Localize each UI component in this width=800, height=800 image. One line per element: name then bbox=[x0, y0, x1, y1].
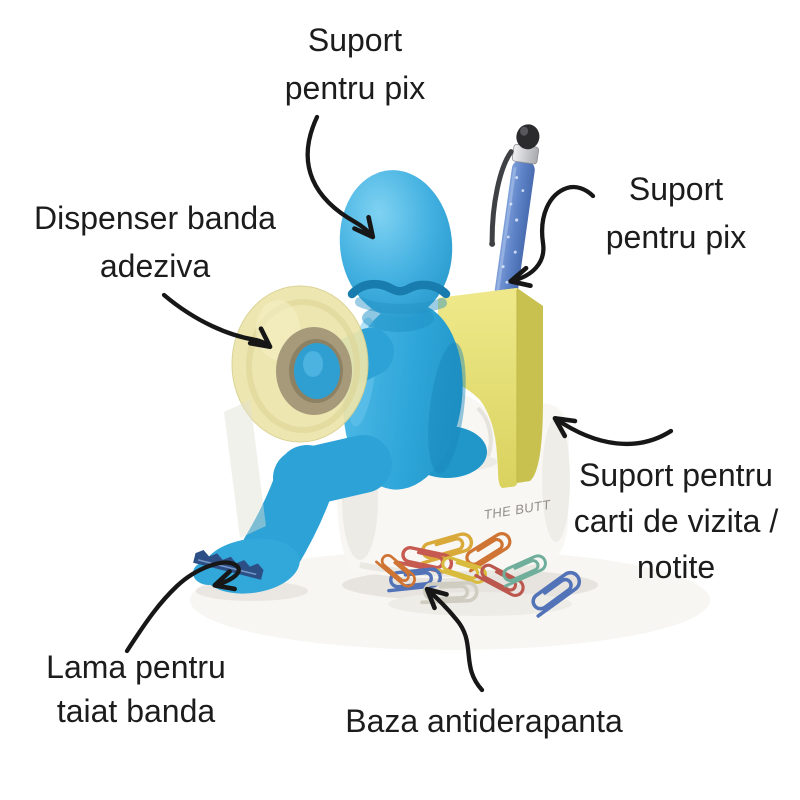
sticky-note-pad bbox=[438, 288, 543, 488]
label-line: Baza antiderapanta bbox=[345, 703, 623, 739]
label-line: pentru pix bbox=[605, 219, 747, 255]
blue-figure bbox=[193, 170, 487, 594]
arrow-pen-holder-top bbox=[305, 114, 376, 240]
label-pen-holder-right: Suport pentru pix bbox=[566, 165, 786, 261]
arrow-tape-dispenser bbox=[161, 292, 273, 350]
label-line: notite bbox=[636, 549, 716, 585]
annotation-arrows bbox=[124, 114, 674, 693]
label-line: Suport bbox=[307, 22, 403, 58]
label-line: Suport bbox=[628, 171, 724, 207]
tape-cutter-blade bbox=[193, 549, 264, 580]
stylus-pen bbox=[489, 124, 540, 302]
label-line: Lama pentru bbox=[46, 649, 226, 685]
label-anti-slip-base: Baza antiderapanta bbox=[314, 697, 654, 745]
arrow-tape-blade bbox=[124, 560, 241, 654]
label-tape-dispenser: Dispenser banda adeziva bbox=[10, 194, 300, 290]
label-line: Suport pentru bbox=[579, 457, 773, 493]
label-pen-holder-top: Suport pentru pix bbox=[225, 16, 485, 112]
label-card-holder: Suport pentru carti de vizita / notite bbox=[552, 452, 800, 590]
arrow-pen-holder-right bbox=[508, 184, 596, 289]
tape-roll bbox=[231, 285, 369, 443]
figure-brow bbox=[347, 279, 451, 299]
arrow-anti-slip-base bbox=[424, 586, 485, 693]
label-line: adeziva bbox=[99, 248, 211, 284]
label-line: pentru pix bbox=[284, 70, 426, 106]
tape-strip bbox=[224, 400, 266, 538]
label-line: Dispenser banda bbox=[34, 200, 276, 236]
pen-clip bbox=[489, 149, 514, 247]
arrow-card-holder bbox=[552, 415, 674, 447]
label-line: carti de vizita / bbox=[573, 503, 779, 539]
pen-glitter bbox=[501, 176, 525, 284]
label-tape-blade: Lama pentru taiat banda bbox=[12, 645, 260, 733]
label-line: taiat banda bbox=[56, 693, 216, 729]
